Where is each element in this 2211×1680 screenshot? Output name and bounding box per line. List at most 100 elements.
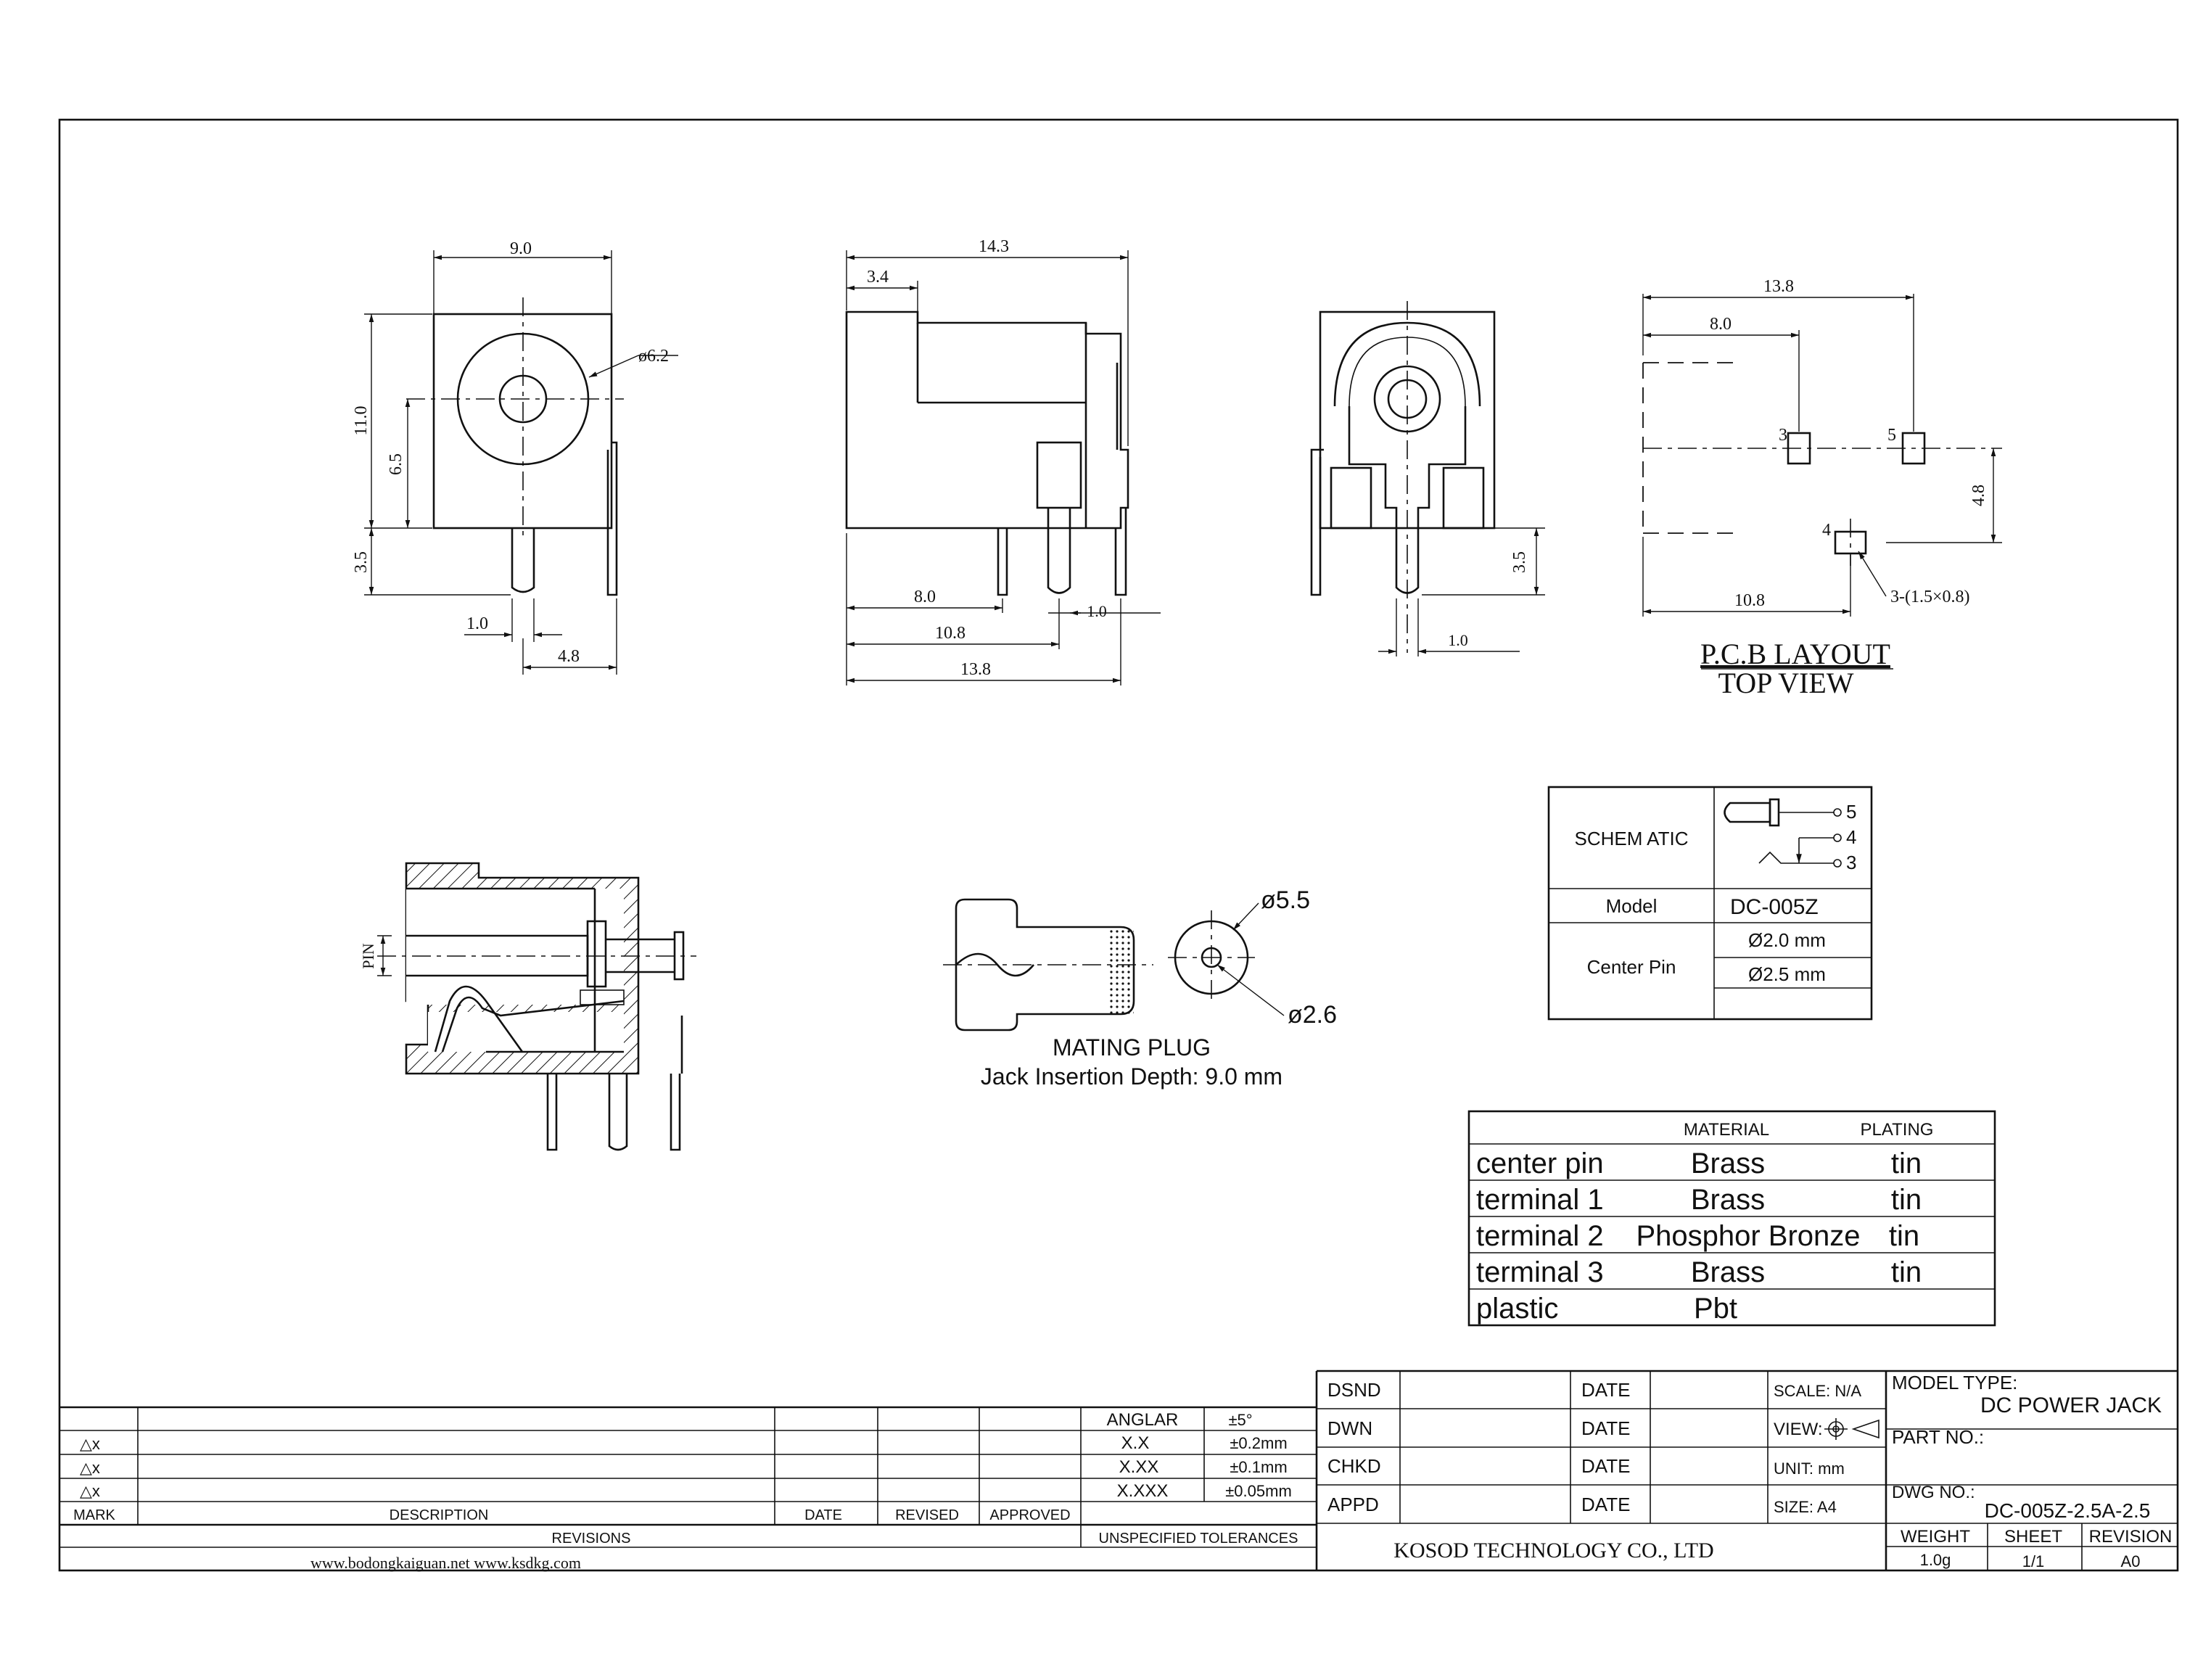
- tol-value: ±0.1mm: [1230, 1458, 1287, 1476]
- plug-subtitle: Jack Insertion Depth: 9.0 mm: [981, 1063, 1282, 1090]
- model-type-label: MODEL TYPE:: [1892, 1372, 2017, 1393]
- dim-pcb-108: 10.8: [1734, 591, 1765, 610]
- svg-text:Pbt: Pbt: [1694, 1293, 1737, 1325]
- dim-front-width: 9.0: [510, 239, 532, 258]
- dim-pcb-138: 13.8: [1763, 277, 1794, 296]
- company-name: KOSOD TECHNOLOGY CO., LTD: [1393, 1539, 1713, 1562]
- tol-value: ±5°: [1228, 1411, 1252, 1429]
- view-field: VIEW:: [1774, 1420, 1823, 1439]
- part-no-label: PART NO.:: [1892, 1426, 1984, 1448]
- center-pin-value-1: Ø2.0 mm: [1748, 929, 1826, 951]
- dwg-no-label: DWG NO.:: [1892, 1483, 1975, 1502]
- header-revised: REVISED: [895, 1507, 959, 1523]
- model-value: DC-005Z: [1730, 895, 1819, 919]
- header-description: DESCRIPTION: [390, 1507, 489, 1523]
- tol-value: ±0.2mm: [1230, 1434, 1287, 1452]
- plug-dia-outer: ø5.5: [1261, 886, 1310, 914]
- svg-text:tin: tin: [1891, 1148, 1922, 1179]
- materials-table: MATERIAL PLATING center pin Brass tin te…: [1467, 1110, 1996, 1327]
- dim-pcb-hole: 3-(1.5×0.8): [1890, 588, 1970, 606]
- svg-text:plastic: plastic: [1476, 1293, 1558, 1325]
- revisions-footer: REVISIONS: [552, 1531, 631, 1547]
- model-label: Model: [1606, 895, 1658, 917]
- sheet-value: 1/1: [2022, 1552, 2045, 1570]
- projection-icon: [1824, 1418, 1879, 1440]
- materials-header-material: MATERIAL: [1684, 1120, 1769, 1140]
- pcb-pin-4: 4: [1822, 521, 1831, 540]
- role-dwn: DWN: [1327, 1417, 1372, 1439]
- dim-front-pin-w: 1.0: [466, 614, 488, 633]
- pcb-title: P.C.B LAYOUT: [1700, 638, 1890, 670]
- rear-view: 3.5 1.0: [1310, 301, 1545, 656]
- role-appd: APPD: [1327, 1494, 1379, 1515]
- role-chkd: CHKD: [1327, 1455, 1381, 1477]
- plug-title: MATING PLUG: [1053, 1034, 1211, 1061]
- dim-side-108: 10.8: [935, 624, 965, 643]
- dim-front-pin: 3.5: [352, 551, 371, 573]
- tol-key: X.X: [1121, 1433, 1150, 1453]
- dim-side-138: 13.8: [960, 660, 991, 679]
- svg-text:terminal 2: terminal 2: [1476, 1220, 1604, 1252]
- materials-row: center pin Brass tin: [1476, 1148, 1922, 1179]
- svg-text:tin: tin: [1891, 1184, 1922, 1216]
- svg-text:Brass: Brass: [1691, 1148, 1765, 1179]
- materials-row: terminal 1 Brass tin: [1476, 1184, 1922, 1216]
- pcb-subtitle: TOP VIEW: [1718, 667, 1853, 699]
- dim-pcb-48: 4.8: [1969, 485, 1988, 506]
- dim-side-8: 8.0: [914, 588, 936, 606]
- svg-text:tin: tin: [1891, 1256, 1922, 1288]
- drawing-border: [58, 118, 2179, 1572]
- schematic-pin-4: 4: [1846, 826, 1856, 848]
- section-pin-label: PIN: [359, 943, 377, 969]
- revision-mark: △x: [80, 1459, 100, 1477]
- date-label: DATE: [1581, 1379, 1630, 1401]
- dim-side-flange: 3.4: [867, 268, 889, 287]
- schematic-table: SCHEM ATIC Model DC-005Z Center Pin Ø2.0…: [1547, 786, 1873, 1021]
- front-view: 9.0 ø6.2 11.0 6.5 3.5 1.0 4.8: [352, 239, 678, 675]
- schematic-label: SCHEM ATIC: [1575, 828, 1689, 849]
- pcb-pin-5: 5: [1887, 426, 1896, 445]
- tol-value: ±0.05mm: [1225, 1482, 1292, 1500]
- center-pin-value-2: Ø2.5 mm: [1748, 963, 1826, 985]
- weight-value: 1.0g: [1920, 1551, 1951, 1569]
- svg-text:Brass: Brass: [1691, 1256, 1765, 1288]
- date-label: DATE: [1581, 1494, 1630, 1515]
- revision-mark: △x: [80, 1435, 100, 1453]
- size-field: SIZE: A4: [1774, 1498, 1837, 1516]
- header-mark: MARK: [73, 1507, 115, 1523]
- tol-key: X.XXX: [1117, 1481, 1169, 1501]
- dim-pcb-8: 8.0: [1710, 315, 1732, 334]
- dim-side-pin-w: 1.0: [1087, 602, 1107, 620]
- schematic-pin-5: 5: [1846, 801, 1856, 823]
- dim-front-height: 11.0: [352, 405, 371, 435]
- weight-label: WEIGHT: [1901, 1527, 1970, 1547]
- tolerances-footer: UNSPECIFIED TOLERANCES: [1099, 1531, 1298, 1547]
- svg-text:Brass: Brass: [1691, 1184, 1765, 1216]
- svg-text:terminal 1: terminal 1: [1476, 1184, 1604, 1216]
- pcb-pin-3: 3: [1779, 426, 1787, 445]
- svg-text:tin: tin: [1889, 1220, 1919, 1252]
- dim-front-center: 6.5: [387, 453, 405, 475]
- mating-plug: ø5.5 ø2.6 MATING PLUG Jack Insertion Dep…: [943, 886, 1337, 1090]
- title-block: DSND DWN CHKD APPD DATE DATE DATE DATE S…: [1315, 1370, 2178, 1570]
- dim-front-pin-off: 4.8: [558, 647, 580, 666]
- materials-row: terminal 3 Brass tin: [1476, 1256, 1922, 1288]
- sheet-label: SHEET: [2004, 1527, 2062, 1547]
- revision-mark: △x: [80, 1482, 100, 1500]
- role-dsnd: DSND: [1327, 1379, 1381, 1401]
- svg-text:Phosphor Bronze: Phosphor Bronze: [1636, 1220, 1860, 1252]
- revision-label: REVISION: [2089, 1527, 2173, 1547]
- websites: www.bodongkaiguan.net www.ksdkg.com: [310, 1554, 581, 1572]
- header-approved: APPROVED: [989, 1507, 1070, 1523]
- revision-value: A0: [2121, 1552, 2141, 1570]
- unit-field: UNIT: mm: [1774, 1459, 1845, 1478]
- revisions-block: △x △x △x MARK DESCRIPTION DATE REVISED A…: [59, 1406, 1317, 1572]
- materials-header-plating: PLATING: [1861, 1120, 1934, 1140]
- model-type-value: DC POWER JACK: [1980, 1393, 2162, 1417]
- svg-text:terminal 3: terminal 3: [1476, 1256, 1604, 1288]
- svg-text:center pin: center pin: [1476, 1148, 1604, 1179]
- materials-row: plastic Pbt: [1476, 1293, 1737, 1325]
- pcb-layout: 3 5 4 13.8 8.0 4.8 10.8 3-(1.5×0.8) P.C.…: [1642, 277, 2002, 699]
- plug-dia-inner: ø2.6: [1288, 1001, 1337, 1029]
